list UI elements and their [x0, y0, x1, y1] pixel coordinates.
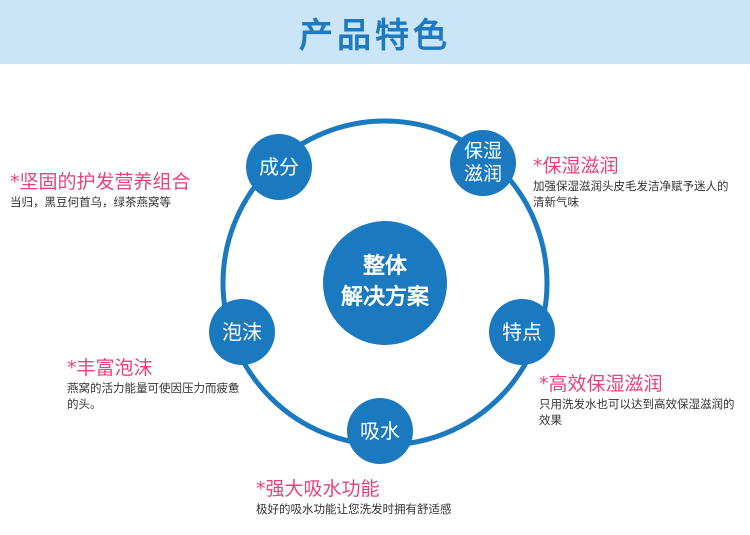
node-features: 特点	[489, 299, 555, 365]
feature-efficient: *高效保湿滋润 只用洗发水也可以达到高效保湿滋润的效果	[539, 372, 739, 428]
feature-absorb-title: *强大吸水功能	[256, 478, 380, 500]
feature-ingredients-title: *坚固的护发营养组合	[10, 171, 191, 193]
node-center-label-2: 解决方案	[340, 285, 429, 310]
feature-absorb: *强大吸水功能 极好的吸水功能让您洗发时拥有舒适感	[256, 477, 516, 517]
feature-ingredients: *坚固的护发营养组合 当归，黑豆何首乌，绿茶燕窝等	[10, 170, 240, 210]
header-banner: 产品特色	[0, 0, 750, 64]
node-moisture: 保湿 滋润	[450, 130, 516, 196]
feature-foam: *丰富泡沫 燕窝的活力能量可使因压力而疲惫的头。	[67, 356, 242, 412]
node-ingredients-label: 成分	[259, 155, 299, 179]
node-foam-label: 泡沫	[222, 320, 262, 344]
node-center: 整体 解决方案	[323, 221, 447, 345]
node-moisture-label-1: 保湿	[463, 140, 502, 163]
node-ingredients: 成分	[246, 134, 312, 200]
feature-ingredients-desc: 当归，黑豆何首乌，绿茶燕窝等	[10, 195, 171, 209]
feature-moisture-desc: 加强保湿滋润头皮毛发洁净赋予迷人的清新气味	[533, 179, 729, 209]
feature-foam-title: *丰富泡沫	[67, 357, 153, 379]
node-features-label: 特点	[502, 320, 542, 344]
feature-absorb-desc: 极好的吸水功能让您洗发时拥有舒适感	[256, 502, 452, 516]
feature-moisture-title: *保湿滋润	[533, 155, 619, 177]
node-absorb: 吸水	[347, 398, 413, 464]
node-center-label-1: 整体	[362, 254, 407, 280]
node-absorb-label: 吸水	[360, 419, 400, 443]
feature-efficient-title: *高效保湿滋润	[539, 373, 663, 395]
feature-foam-desc: 燕窝的活力能量可使因压力而疲惫的头。	[67, 381, 240, 411]
feature-efficient-desc: 只用洗发水也可以达到高效保湿滋润的效果	[539, 397, 735, 427]
feature-moisture: *保湿滋润 加强保湿滋润头皮毛发洁净赋予迷人的清新气味	[533, 154, 733, 210]
page-title: 产品特色	[299, 16, 451, 56]
node-foam: 泡沫	[209, 299, 275, 365]
node-moisture-label-2: 滋润	[463, 163, 502, 185]
